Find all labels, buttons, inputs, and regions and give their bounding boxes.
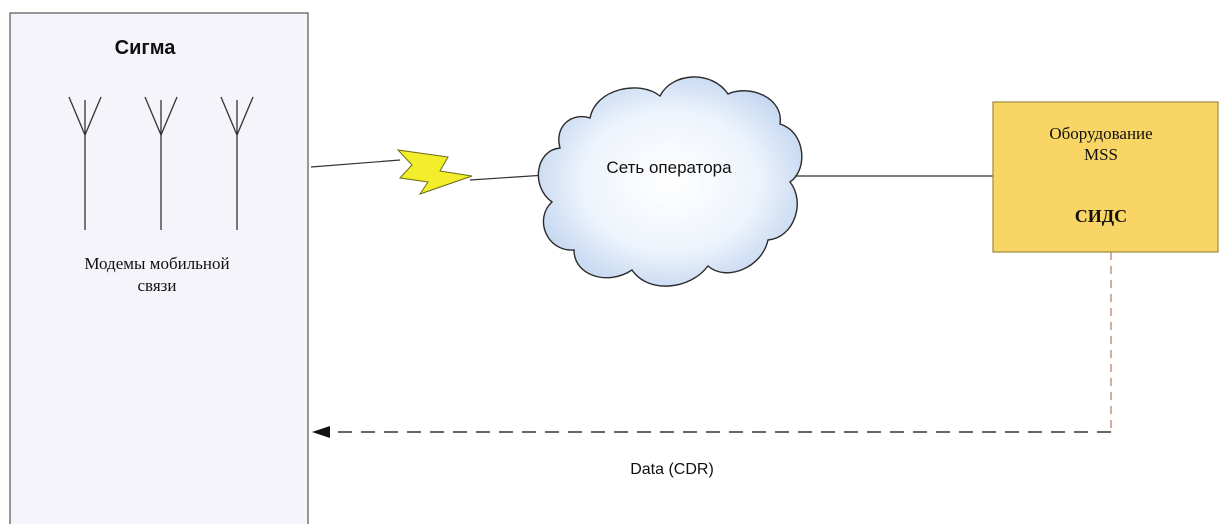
sids-label: СИДС	[1075, 206, 1127, 226]
wireless-link	[310, 149, 547, 195]
arrow-left-icon	[312, 426, 330, 438]
modems-label-line1: Модемы мобильной	[84, 254, 229, 273]
lightning-icon	[396, 149, 473, 195]
mss-block: Оборудование MSS СИДС	[992, 101, 1219, 253]
mss-label-line2: MSS	[1084, 145, 1118, 164]
sigma-box	[9, 12, 309, 524]
antenna-icon	[68, 96, 102, 230]
cloud-icon	[537, 76, 803, 287]
modems-label-line2: связи	[138, 276, 177, 295]
operator-network-cloud: Сеть оператора	[537, 76, 803, 287]
sigma-block: Сигма Модемы мобильной связи	[9, 12, 309, 524]
antenna-icon	[144, 96, 178, 230]
sigma-title: Сигма	[115, 37, 177, 59]
mss-label-line1: Оборудование	[1049, 124, 1152, 143]
data-flow-label: Data (CDR)	[630, 461, 714, 478]
operator-network-label: Сеть оператора	[606, 158, 732, 177]
mss-box	[992, 101, 1219, 253]
antenna-icon	[220, 96, 254, 230]
data-flow-path: Data (CDR)	[312, 252, 1112, 478]
